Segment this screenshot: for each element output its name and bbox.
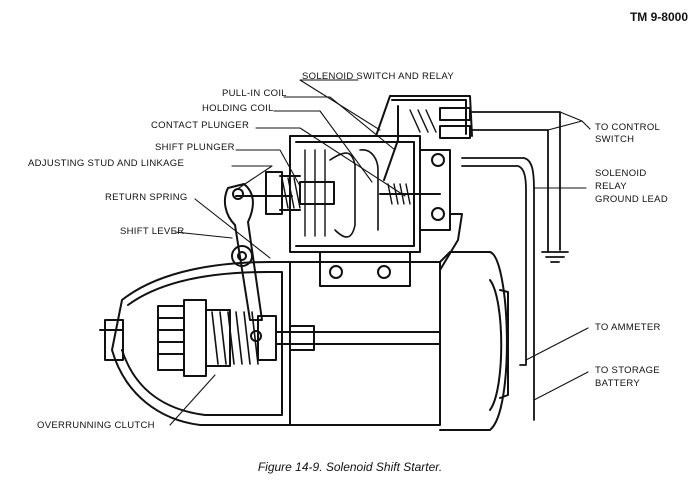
relay-assembly	[375, 95, 473, 181]
label-return-spring: RETURN SPRING	[105, 192, 188, 203]
label-to-storage-1: TO STORAGE	[595, 365, 660, 376]
external-wiring	[461, 111, 569, 421]
label-to-control-2: SWITCH	[595, 134, 635, 145]
label-relay-ground-3: GROUND LEAD	[595, 194, 668, 205]
label-to-control-1: TO CONTROL	[595, 122, 661, 133]
solenoid-assembly	[265, 135, 463, 287]
label-to-storage-2: BATTERY	[595, 378, 641, 389]
label-adjusting-stud: ADJUSTING STUD AND LINKAGE	[28, 158, 185, 169]
figure-caption: Figure 14-9. Solenoid Shift Starter.	[257, 460, 443, 474]
label-to-ammeter: TO AMMETER	[595, 322, 661, 333]
label-holding-coil: HOLDING COIL	[202, 103, 274, 114]
label-solenoid-switch-relay: SOLENOID SWITCH AND RELAY	[302, 71, 454, 82]
label-shift-plunger: SHIFT PLUNGER	[155, 142, 235, 153]
label-contact-plunger: CONTACT PLUNGER	[151, 120, 250, 131]
label-relay-ground-1: SOLENOID	[595, 168, 647, 179]
label-relay-ground-2: RELAY	[595, 181, 627, 192]
label-pull-in-coil: PULL-IN COIL	[222, 88, 287, 99]
overrunning-clutch-assembly	[157, 299, 441, 377]
leader-lines	[169, 79, 591, 426]
document-number: TM 9-8000	[629, 10, 688, 24]
label-shift-lever: SHIFT LEVER	[120, 226, 185, 237]
label-overrunning-clutch: OVERRUNNING CLUTCH	[37, 420, 155, 431]
